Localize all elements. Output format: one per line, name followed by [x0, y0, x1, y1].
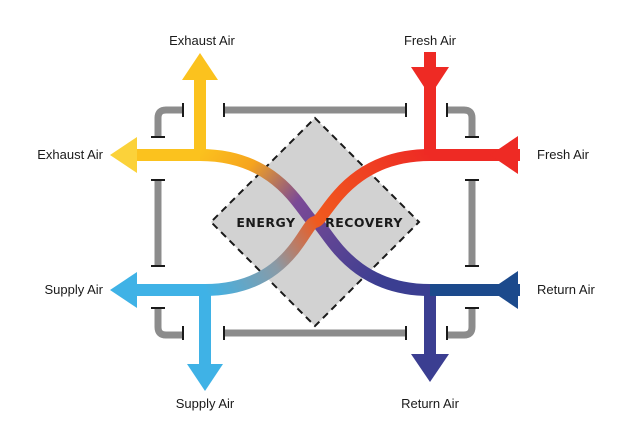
label-return-air-right: Return Air — [537, 282, 595, 297]
arrow-up-icon — [182, 53, 218, 80]
label-exhaust-air-top: Exhaust Air — [169, 33, 235, 48]
arrow-left-icon — [110, 137, 137, 173]
fresh-inlet-stub — [424, 52, 436, 70]
label-supply-air-left: Supply Air — [44, 282, 103, 297]
label-supply-air-bottom: Supply Air — [176, 396, 235, 411]
label-exhaust-air-left: Exhaust Air — [37, 147, 103, 162]
duct-outline — [154, 106, 476, 339]
arrow-left-icon — [110, 272, 137, 308]
duct-bottom-left-corner — [154, 308, 183, 339]
supply-crossing-path — [204, 149, 431, 296]
label-return-air-bottom: Return Air — [401, 396, 459, 411]
arrow-down-icon — [187, 364, 223, 391]
fresh-air-stream — [424, 76, 500, 161]
arrow-left-icon — [490, 136, 518, 174]
supply-air-stream — [136, 149, 431, 366]
label-fresh-air-right: Fresh Air — [537, 147, 590, 162]
core-label-energy: ENERGY — [236, 215, 296, 230]
duct-end-caps — [151, 103, 479, 340]
duct-top-left-corner — [154, 106, 183, 137]
duct-top-right-corner — [447, 106, 476, 137]
arrow-down-icon — [411, 354, 449, 382]
duct-bottom-right-corner — [447, 308, 476, 339]
arrow-down-icon — [411, 67, 449, 96]
core-label-recovery: RECOVERY — [325, 215, 403, 230]
label-fresh-air-top: Fresh Air — [404, 33, 457, 48]
arrow-left-icon — [490, 271, 518, 309]
return-air-stream — [424, 284, 500, 356]
